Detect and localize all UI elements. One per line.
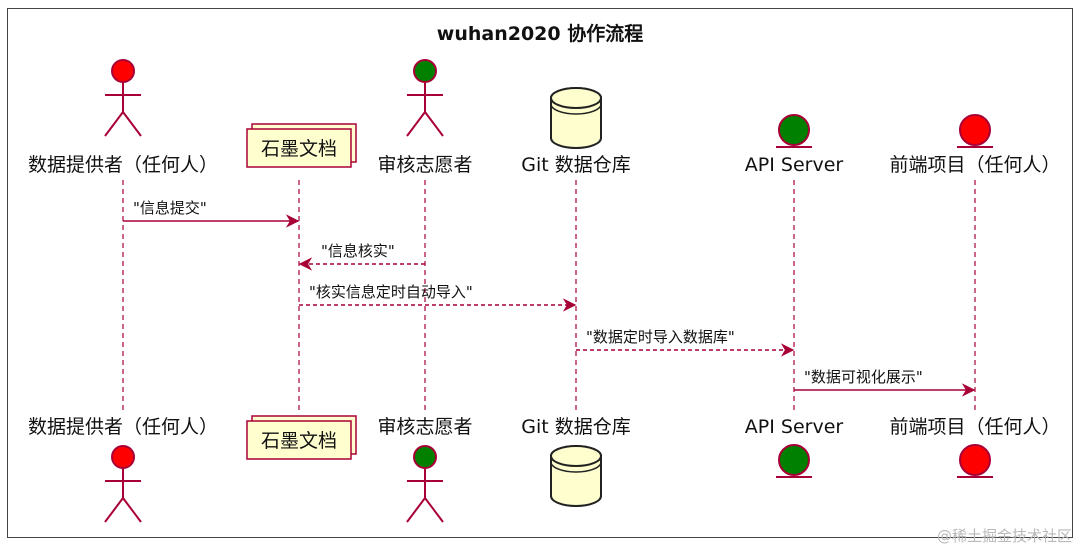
participant-shimo-bottom-box-label: 石墨文档 — [261, 430, 337, 452]
message-3: "核实信息定时自动导入" — [299, 283, 577, 312]
message-1-label: "信息提交" — [133, 199, 207, 217]
messages: "信息提交" "信息核实" "核实信息定时自动导入" "数据定时导入数据库" "数据可视… — [123, 199, 976, 397]
participant-git: Git 数据仓库 Git 数据仓库 — [521, 87, 631, 507]
diagram-title: wuhan2020 协作流程 — [437, 22, 643, 45]
message-2: "信息核实" — [298, 242, 425, 271]
participant-frontend: 前端项目（任何人） 前端项目（任何人） — [889, 114, 1061, 478]
participant-reviewer-bottom-actor-head — [413, 445, 437, 469]
participant-reviewer-bottom-label: 审核志愿者 — [377, 416, 472, 438]
participant-api-bottom-label: API Server — [745, 416, 844, 438]
participant-provider-bottom-label: 数据提供者（任何人） — [28, 416, 218, 438]
participant-heads: 数据提供者（任何人）数据提供者（任何人）石墨文档石墨文档审核志愿者审核志愿者Gi… — [28, 59, 1061, 523]
participant-frontend-bottom-label: 前端项目（任何人） — [889, 416, 1060, 438]
participant-shimo-bottom-box — [246, 420, 352, 460]
participant-api-top-circle — [778, 114, 810, 146]
participant-frontend-top-label: 前端项目（任何人） — [889, 154, 1060, 176]
participant-shimo-top-box — [246, 128, 352, 168]
message-3-label: "核实信息定时自动导入" — [309, 283, 473, 301]
participant-provider-top-label: 数据提供者（任何人） — [28, 154, 218, 176]
participant-provider-bottom-actor-head — [111, 445, 135, 469]
watermark: @稀土掘金技术社区 — [936, 527, 1072, 545]
participant-shimo-top-box-label: 石墨文档 — [261, 138, 337, 160]
participant-provider-top-actor-head — [111, 59, 135, 83]
participant-git-top-label: Git 数据仓库 — [521, 154, 631, 176]
participant-api-bottom-circle — [778, 444, 810, 476]
participant-reviewer-top-label: 审核志愿者 — [377, 154, 472, 176]
participant-reviewer-top-actor-head — [413, 59, 437, 83]
message-5: "数据可视化展示" — [794, 368, 976, 397]
message-5-label: "数据可视化展示" — [804, 368, 923, 386]
diagram-frame — [7, 8, 1073, 538]
participant-frontend-bottom-circle — [959, 444, 991, 476]
participant-frontend-top-circle — [959, 114, 991, 146]
message-2-label: "信息核实" — [321, 242, 395, 260]
participant-provider: 数据提供者（任何人） 数据提供者（任何人） — [28, 59, 218, 523]
message-4: "数据定时导入数据库" — [576, 328, 795, 357]
message-1: "信息提交" — [123, 199, 300, 228]
message-4-label: "数据定时导入数据库" — [586, 328, 735, 346]
participant-git-bottom-label: Git 数据仓库 — [521, 416, 631, 438]
participant-api-top-label: API Server — [745, 154, 844, 176]
